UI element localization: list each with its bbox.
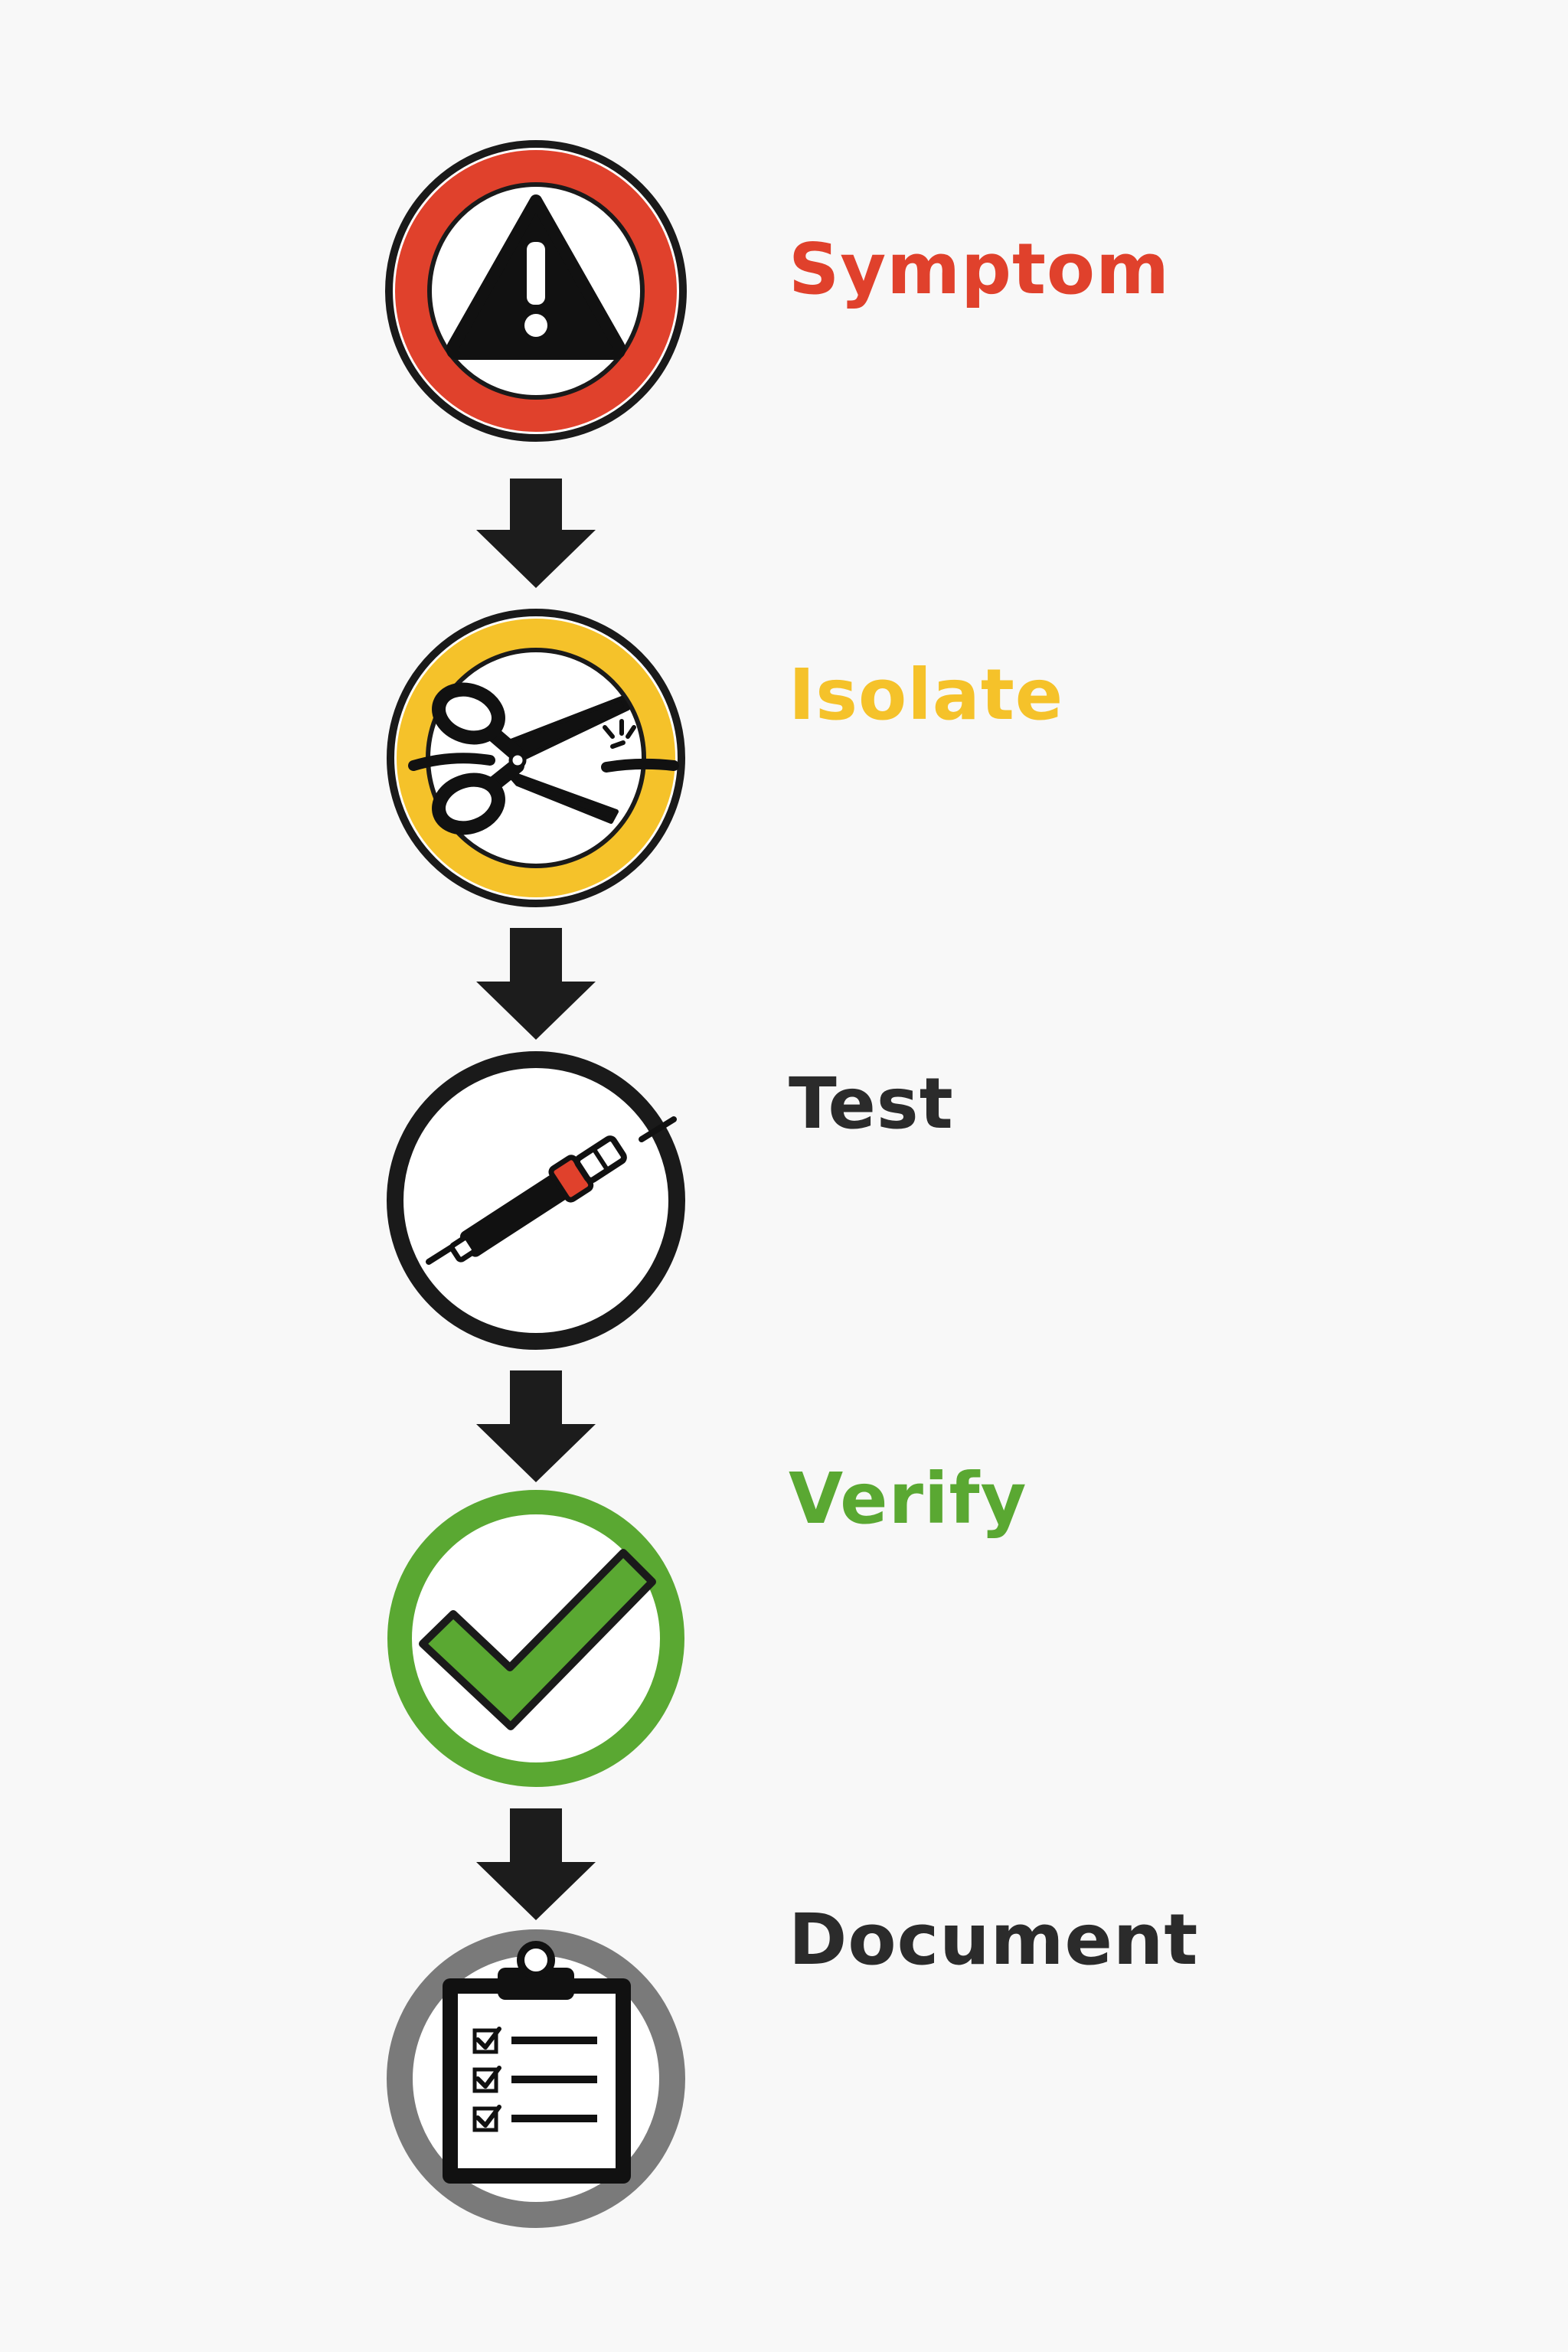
- down-arrow-icon: [476, 1808, 596, 1920]
- checkmark-icon: [419, 1549, 656, 1730]
- step-document: [387, 1929, 685, 2228]
- down-arrow-icon: [476, 479, 596, 588]
- step-test: [387, 1051, 685, 1350]
- step-label-document: Document: [789, 1899, 1199, 1981]
- warning-triangle-icon: [446, 194, 626, 360]
- scissors-cutting-wire-icon: [408, 682, 679, 835]
- down-arrow-icon: [476, 1370, 596, 1482]
- step-label-symptom: Symptom: [789, 228, 1170, 310]
- step-symptom: [385, 140, 687, 442]
- step-label-test: Test: [789, 1063, 954, 1145]
- step-label-isolate: Isolate: [789, 654, 1064, 736]
- down-arrow-icon: [476, 928, 596, 1040]
- step-label-verify: Verify: [789, 1458, 1027, 1540]
- test-probe-icon: [426, 1116, 677, 1265]
- step-isolate: [387, 609, 685, 907]
- clipboard-checklist-icon: [443, 1941, 631, 2184]
- step-verify: [387, 1490, 684, 1787]
